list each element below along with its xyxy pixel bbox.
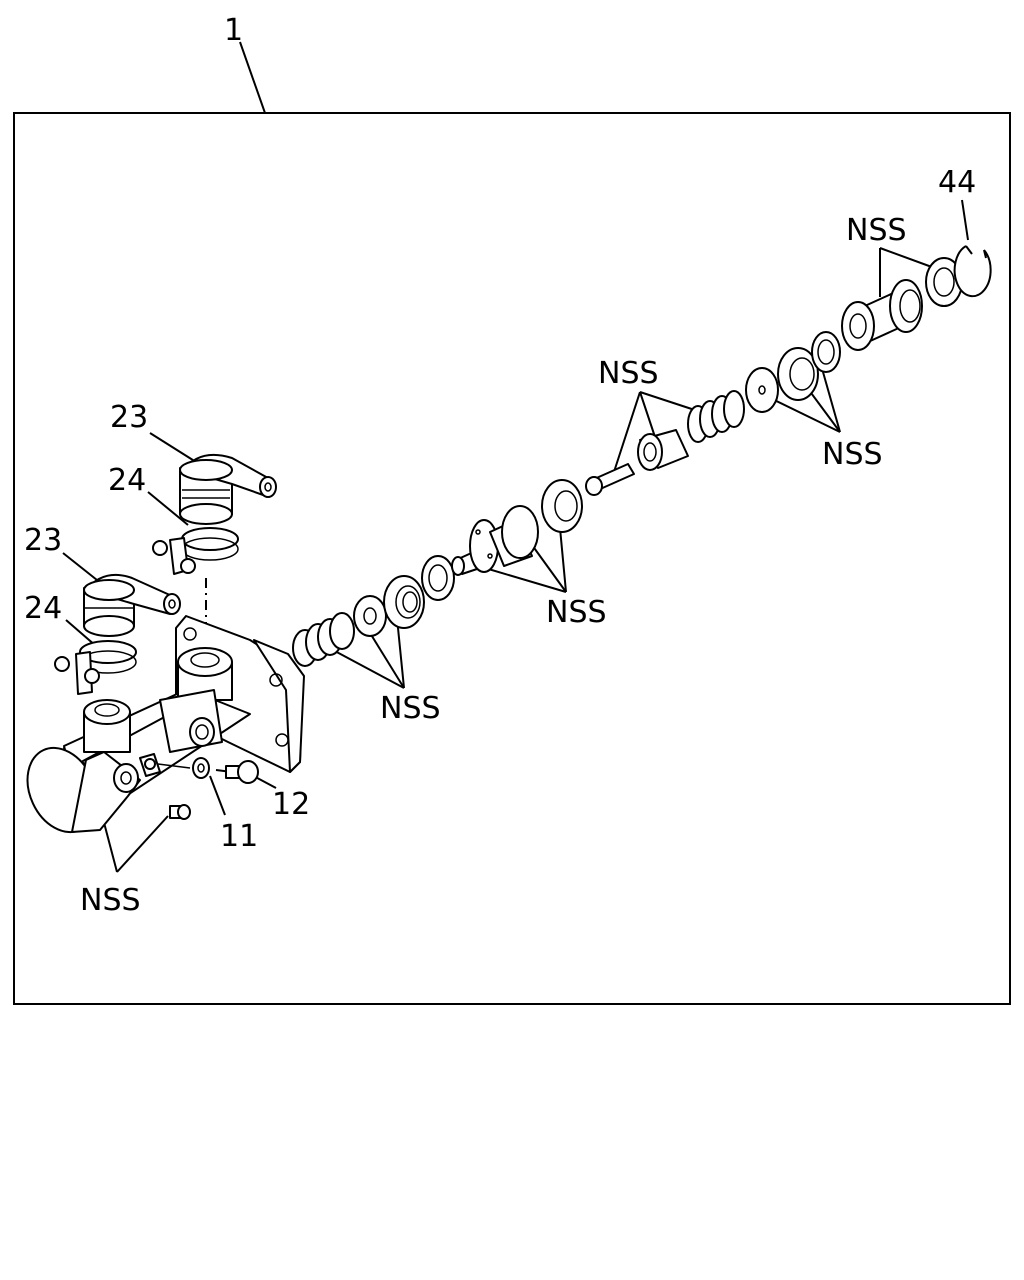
secondary-piston: [841, 257, 963, 351]
rear-seal-set: [745, 331, 841, 413]
callout-labels: 1 23 24 23 24 11 12 44 NSS NSS NSS NSS N…: [24, 13, 976, 918]
primary-piston: [451, 479, 583, 576]
front-spring: [292, 612, 355, 667]
clamp-24-lower: [54, 640, 137, 695]
small-parts: [144, 758, 191, 820]
washer-11: [192, 757, 210, 779]
callout-nss-valve: NSS: [598, 356, 659, 391]
callout-24-lower: 24: [24, 591, 62, 626]
callout-nss-rear-piston: NSS: [846, 213, 907, 248]
assembly-frame: [13, 112, 1011, 1005]
callout-23-upper: 23: [110, 400, 148, 435]
callout-24-upper: 24: [108, 463, 146, 498]
rear-spring: [687, 390, 745, 443]
snap-ring-44: [953, 245, 992, 298]
callout-23-lower: 23: [24, 523, 62, 558]
front-seal-set: [353, 555, 455, 637]
callout-11: 11: [220, 819, 258, 854]
callout-nss-piston: NSS: [546, 595, 607, 630]
clamp-24-upper: [152, 527, 239, 575]
hose-23-upper: [179, 454, 277, 525]
master-cylinder-body: [26, 615, 305, 834]
callout-nss-body: NSS: [80, 883, 141, 918]
hose-23-lower: [83, 574, 181, 637]
callout-nss-rear-seals: NSS: [822, 437, 883, 472]
callout-nss-front-seals: NSS: [380, 691, 441, 726]
callout-44: 44: [938, 165, 976, 200]
callout-1: 1: [224, 13, 243, 48]
valve-assembly: [585, 429, 689, 496]
bolt-12: [215, 760, 259, 784]
callout-12: 12: [272, 787, 310, 822]
